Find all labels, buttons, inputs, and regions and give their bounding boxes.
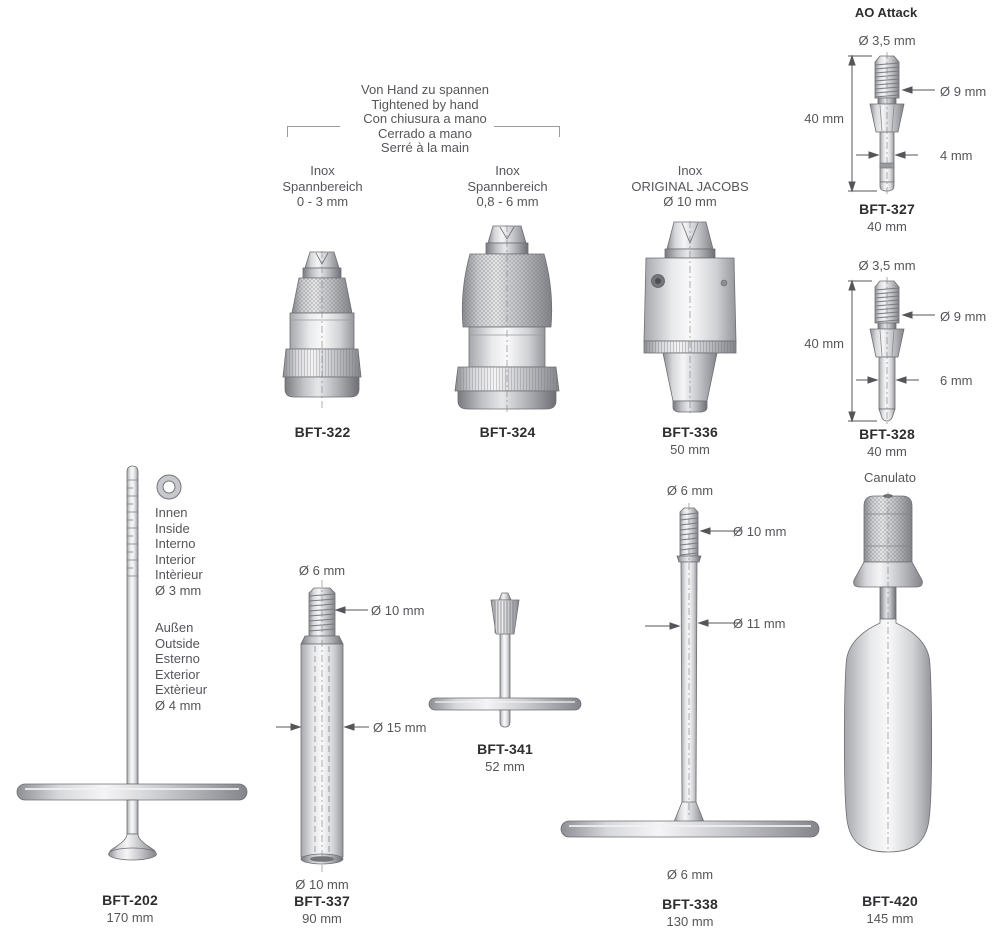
spec-line: Inox [677, 163, 703, 178]
bft-337-dia-top-label: Ø 6 mm [298, 563, 346, 578]
bft-328-side-length-label: 40 mm [804, 336, 844, 351]
bft-338-t-handle-drawing [560, 503, 820, 838]
bft-337-dia-bottom-label: Ø 10 mm [295, 877, 349, 892]
spec-line: Intèrieur [155, 567, 203, 582]
product-figure-bft-337: Ø 6 mm Ø 10 mm Ø 15 mm Ø 10 mm BFT-337 9… [265, 563, 445, 933]
spec-line: Innen [155, 505, 188, 520]
bft-322-code: BFT-322 [294, 424, 351, 440]
bft-322-chuck-drawing [282, 251, 362, 409]
bft-341-length: 52 mm [485, 759, 525, 774]
bft-336-length: 50 mm [670, 442, 710, 457]
bft-327-dia-head-label: Ø 9 mm [940, 84, 987, 99]
product-figure-bft-341: BFT-341 52 mm [425, 590, 585, 785]
note-bracket-left [287, 126, 340, 137]
spec-line: Ø 3 mm [155, 582, 202, 598]
bft-420-title-label: Canulato [863, 470, 917, 485]
bft-322-spec: Inox Spannbereich 0 - 3 mm [250, 163, 395, 210]
bft-328-dia-head-label: Ø 9 mm [940, 309, 987, 324]
bft-337-dia-thread-label: Ø 10 mm [371, 603, 425, 618]
product-figure-bft-322: Inox Spannbereich 0 - 3 mm BFT-322 [250, 163, 395, 463]
bft-338-dia-thread-label: Ø 10 mm [733, 524, 787, 539]
note-line: Von Hand zu spannen [361, 82, 489, 97]
bft-328-length: 40 mm [867, 444, 907, 459]
spec-line: Ø 10 mm [663, 194, 717, 209]
product-figure-bft-327: Ø 3,5 mm Ø [800, 28, 1000, 243]
bft-420-length: 145 mm [866, 911, 914, 926]
bft-327-dia-top-label: Ø 3,5 mm [858, 33, 916, 48]
spec-line: Inox [495, 163, 520, 178]
bft-327-code: BFT-327 [859, 201, 915, 217]
bft-338-length: 130 mm [666, 914, 714, 929]
bft-337-length: 90 mm [302, 911, 342, 926]
spec-line: Spannbereich [282, 178, 363, 194]
hand-tightened-note: Von Hand zu spannen Tightened by hand Co… [290, 82, 560, 156]
spec-line: Interior [155, 551, 196, 567]
bft-328-adapter-drawing [848, 277, 935, 425]
note-line: Con chiusura a mano [363, 111, 487, 126]
spec-line: Ø 4 mm [155, 697, 202, 713]
bft-328-code: BFT-328 [859, 426, 915, 442]
spec-line: Spannbereich [467, 178, 548, 194]
bft-324-spec: Inox Spannbereich 0,8 - 6 mm [435, 163, 580, 210]
bft-327-length: 40 mm [867, 219, 907, 234]
bft-202-stylet-drawing [16, 465, 248, 861]
bft-324-chuck-drawing [454, 225, 560, 413]
ao-attack-title: AO Attack [854, 5, 918, 20]
spec-line: Extèrieur [155, 682, 208, 697]
bft-337-dia-body-label: Ø 15 mm [373, 720, 427, 735]
bft-327-dia-shaft-label: 4 mm [940, 148, 973, 163]
note-bracket-right [494, 126, 560, 137]
bft-338-dia-bottom-label: Ø 6 mm [666, 867, 714, 882]
bft-338-dia-body-label: Ø 11 mm [733, 616, 786, 631]
bft-327-adapter-drawing [848, 52, 935, 196]
bft-337-sleeve-drawing [276, 580, 369, 872]
spec-line: ORIGINAL JACOBS [631, 178, 749, 194]
bft-336-chuck-drawing [643, 221, 737, 414]
spec-line: 0,8 - 6 mm [476, 194, 539, 209]
bft-341-code: BFT-341 [477, 741, 533, 757]
bft-336-code: BFT-336 [662, 424, 718, 440]
product-figure-bft-202: Innen Inside Interno Interior Intèrieur … [15, 462, 265, 932]
note-line: Tightened by hand [371, 96, 479, 112]
bft-338-code: BFT-338 [662, 896, 718, 912]
bft-338-dia-top-label: Ø 6 mm [666, 483, 714, 498]
spec-line: Interno [155, 536, 196, 551]
bft-420-handle-drawing [843, 492, 933, 853]
product-figure-bft-336: Inox ORIGINAL JACOBS Ø 10 mm BFT-336 50 … [615, 163, 765, 463]
bft-341-chuck-key-drawing [428, 592, 582, 728]
spec-line: Esterno [155, 651, 200, 666]
spec-line: Outside [155, 635, 200, 651]
spec-line: 0 - 3 mm [296, 194, 349, 209]
bft-202-code: BFT-202 [102, 892, 158, 908]
bft-324-code: BFT-324 [479, 424, 536, 440]
bft-336-spec: Inox ORIGINAL JACOBS Ø 10 mm [615, 163, 765, 210]
bft-328-dia-top-label: Ø 3,5 mm [858, 258, 916, 273]
bft-337-code: BFT-337 [294, 893, 350, 909]
product-figure-bft-324: Inox Spannbereich 0,8 - 6 mm BFT-324 [435, 163, 580, 463]
spec-line: Exterior [155, 666, 200, 682]
spec-line: Inox [310, 163, 335, 178]
bft-202-outer-spec: Außen Outside Esterno Exterior Extèrieur… [155, 620, 207, 713]
bft-202-o-ring-drawing [156, 474, 182, 500]
bft-420-code: BFT-420 [862, 893, 918, 909]
spec-line: Inside [155, 520, 190, 536]
bft-202-inner-spec: Innen Inside Interno Interior Intèrieur … [155, 505, 203, 598]
product-figure-bft-328: Ø 3,5 mm Ø 9 mm [800, 253, 1000, 468]
note-line: Cerrado a mano [378, 125, 472, 141]
product-figure-bft-420: Canulato BFT-420 145 mm [833, 470, 948, 935]
note-line: Serré à la main [380, 140, 470, 155]
bft-202-length: 170 mm [106, 910, 154, 925]
bft-327-side-length-label: 40 mm [804, 111, 844, 126]
bft-328-dia-shaft-label: 6 mm [940, 373, 973, 388]
spec-line: Außen [155, 620, 194, 635]
product-figure-bft-338: Ø 6 mm Ø 10 mm Ø 11 mm Ø 6 mm BFT-338 13… [555, 483, 825, 938]
